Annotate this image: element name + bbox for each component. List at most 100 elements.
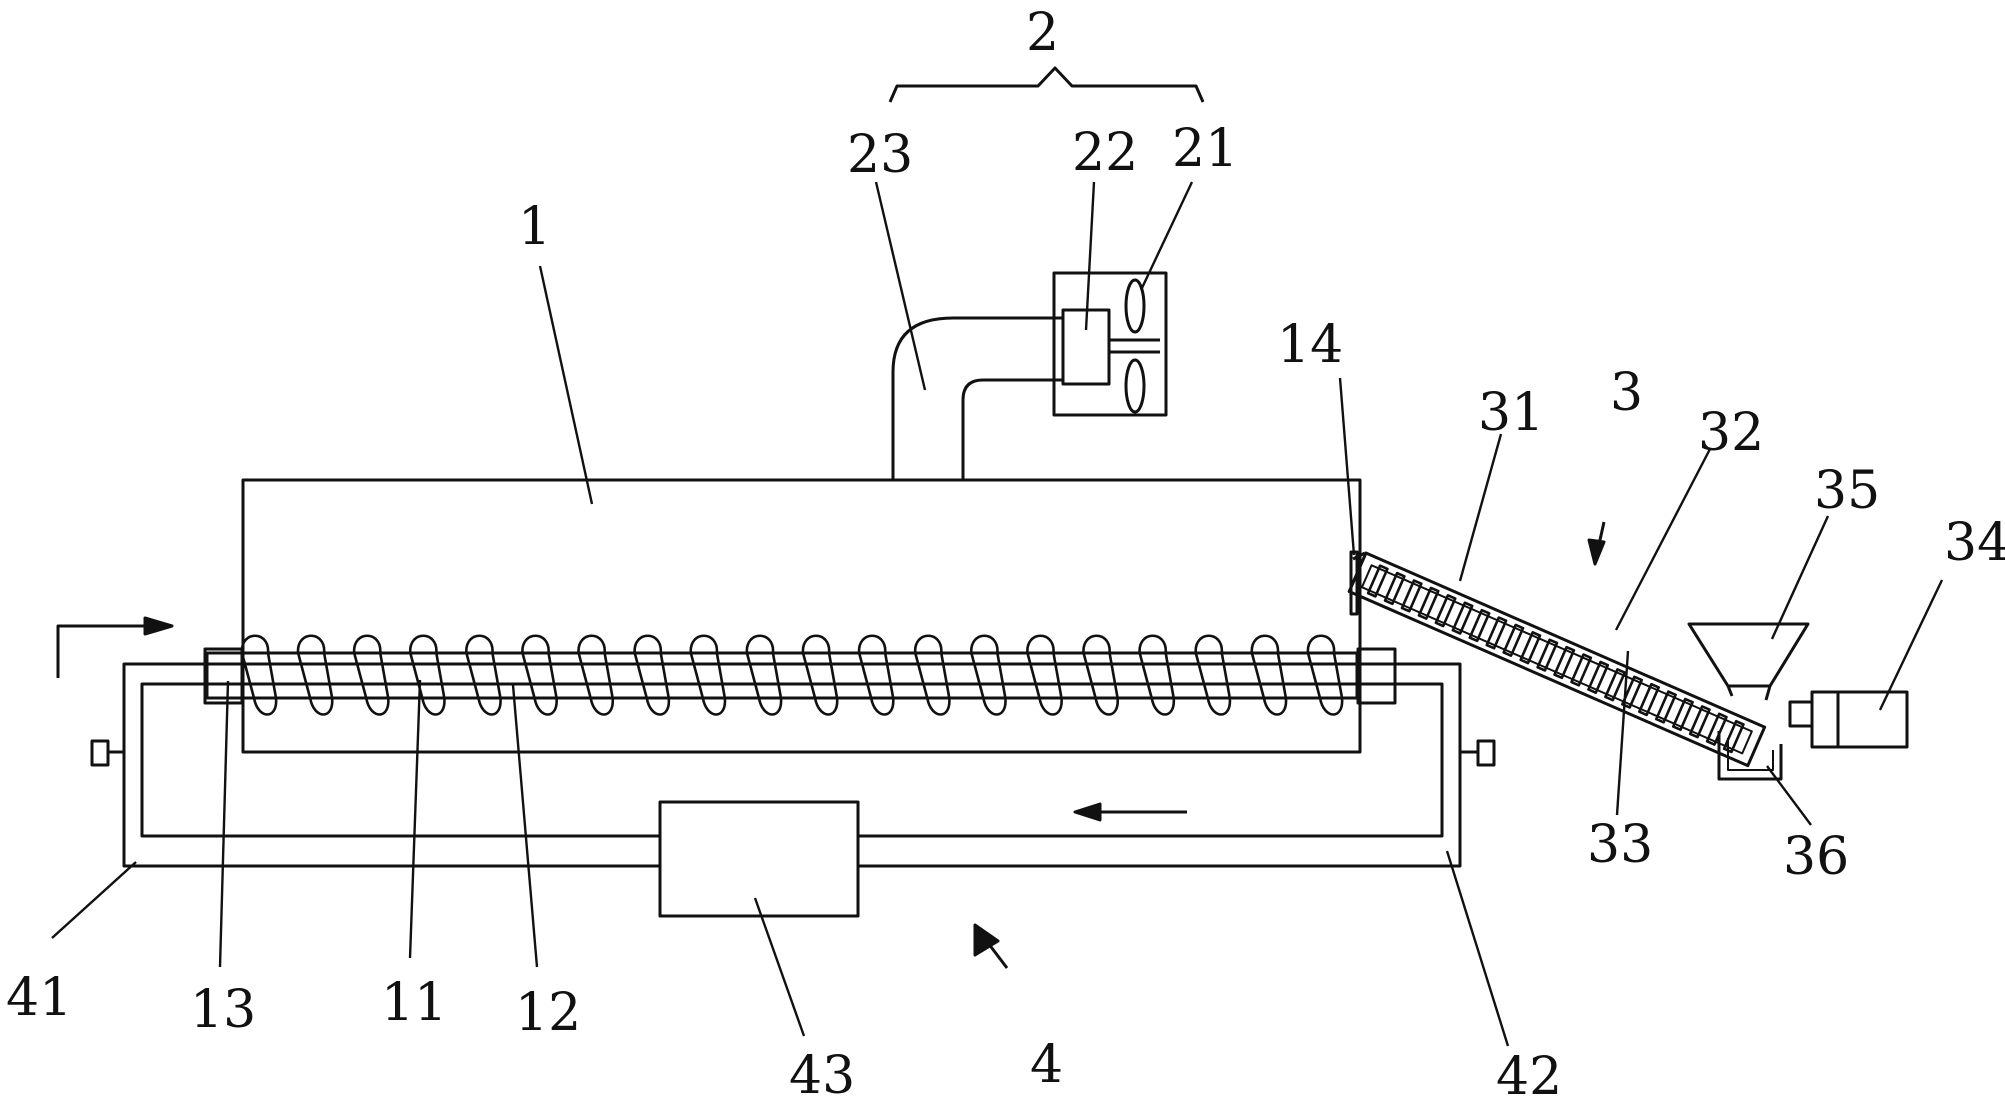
helix-coil <box>1138 634 1175 716</box>
label-31: 31 <box>1478 383 1544 443</box>
helix-face <box>857 652 873 699</box>
conveyor-flight <box>1570 653 1593 687</box>
helix-face <box>352 652 368 699</box>
helix-coil <box>409 634 446 716</box>
leader-11 <box>408 679 422 959</box>
inlet-flow-arrow <box>56 616 174 678</box>
drum-body <box>241 478 1362 754</box>
helix-coil <box>1082 634 1119 716</box>
label-11: 11 <box>381 973 447 1033</box>
air-duct-inner <box>961 378 1064 480</box>
leader-35 <box>1770 515 1830 640</box>
helix-coil <box>1306 634 1344 716</box>
conveyor-flight <box>1485 616 1508 650</box>
screw-shaft <box>205 651 1359 700</box>
conveyor-flight <box>1621 675 1644 709</box>
helix-face <box>1306 652 1322 699</box>
label-1: 1 <box>518 197 551 257</box>
fan-blade-top <box>1124 278 1146 334</box>
helix-face <box>801 652 817 699</box>
helix-face <box>296 652 312 699</box>
right-bearing <box>1356 647 1397 705</box>
conveyor-flight <box>1536 638 1559 672</box>
helix-face <box>521 652 536 699</box>
fan-housing <box>1052 271 1168 417</box>
air-duct <box>891 316 1064 480</box>
helical-blade <box>240 634 1344 716</box>
helix-coil <box>1026 634 1063 716</box>
label-32: 32 <box>1698 403 1764 463</box>
conveyor-flight <box>1705 712 1728 746</box>
helix-coil <box>577 634 614 716</box>
leader-33 <box>1615 650 1630 816</box>
label-12: 12 <box>515 983 581 1043</box>
leader-41 <box>51 861 137 939</box>
conveyor-flight <box>1638 682 1660 717</box>
helix-coil <box>1250 634 1288 716</box>
leader-36 <box>1766 765 1812 826</box>
conveyor-tube <box>1347 551 1767 768</box>
helix-coil <box>689 634 727 716</box>
group-4-arrow <box>973 923 1009 969</box>
conveyor-flight <box>1604 668 1627 702</box>
label-36: 36 <box>1783 827 1849 887</box>
conveyor-inner-tube <box>1360 564 1753 755</box>
hopper-neck-right <box>1764 685 1772 701</box>
label-35: 35 <box>1814 461 1880 521</box>
label-34: 34 <box>1944 513 2005 573</box>
leader-14 <box>1338 377 1356 556</box>
label-33: 33 <box>1587 815 1653 875</box>
helix-face <box>1026 652 1041 699</box>
hopper <box>1687 622 1810 688</box>
discharge-box <box>1717 731 1783 781</box>
helix-face <box>1138 652 1153 699</box>
right-valve <box>1460 739 1496 767</box>
label-21: 21 <box>1172 119 1238 179</box>
helix-face <box>465 652 480 699</box>
label-23: 23 <box>847 125 913 185</box>
left-bearing <box>203 647 244 705</box>
leader-22 <box>1084 181 1096 331</box>
label-3: 3 <box>1610 363 1643 423</box>
helix-face <box>633 652 648 699</box>
conveyor-flight <box>1366 564 1389 598</box>
helix-face <box>1082 652 1097 699</box>
conveyor-flight <box>1519 631 1542 665</box>
helix-coil <box>801 634 839 716</box>
label-22: 22 <box>1072 123 1138 183</box>
fan-blade-bottom <box>1124 358 1146 414</box>
helix-coil <box>857 634 895 716</box>
helix-coil <box>970 634 1007 716</box>
helix-coil <box>521 634 558 716</box>
leader-34 <box>1878 579 1944 711</box>
helix-coil <box>465 634 502 716</box>
conveyor-flight <box>1654 690 1677 724</box>
label-41: 41 <box>6 968 72 1028</box>
conveyor-flight <box>1587 660 1610 694</box>
leader-21 <box>1139 181 1194 291</box>
labels: 1 2 23 22 21 14 31 3 32 35 34 33 36 41 1… <box>6 3 2005 1103</box>
conveyor-flight <box>1417 586 1440 620</box>
conveyor-flight <box>1451 601 1474 635</box>
label-2: 2 <box>1026 3 1059 63</box>
conveyor-flight <box>1671 697 1694 732</box>
leader-32 <box>1614 448 1712 631</box>
leader-1 <box>538 265 594 505</box>
motor-coupling <box>1788 700 1814 728</box>
conveyor-flight <box>1400 579 1423 613</box>
helix-face <box>914 652 929 699</box>
helix-coil <box>745 634 783 716</box>
leader-42 <box>1445 850 1510 1047</box>
helix-coil <box>352 634 390 716</box>
conveyor-flight <box>1502 623 1525 657</box>
return-flow-arrow <box>1073 802 1187 822</box>
leader-23 <box>874 181 927 391</box>
helix-face <box>577 652 592 699</box>
helix-coil <box>633 634 671 716</box>
label-43: 43 <box>789 1046 855 1098</box>
conveyor-outer-tube <box>1347 551 1767 768</box>
leader-lines <box>51 181 1944 1047</box>
conveyor-flight <box>1553 645 1576 680</box>
